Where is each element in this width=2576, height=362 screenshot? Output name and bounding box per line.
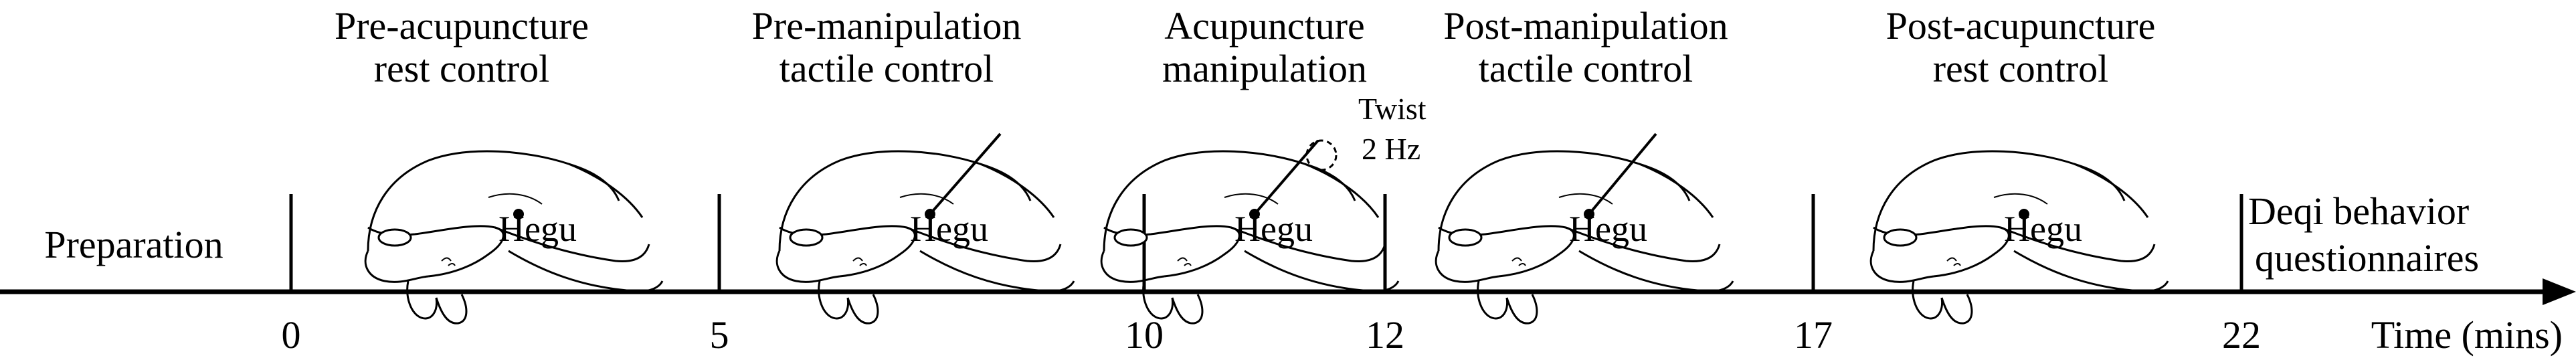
phase-pre-manipulation: Pre-manipulation tactile control Hegu xyxy=(752,4,1075,325)
phase-pre-acupuncture: Pre-acupuncture rest control Hegu xyxy=(335,4,664,325)
acupuncture-needle xyxy=(1253,139,1319,215)
tick-label-22: 22 xyxy=(2222,313,2261,357)
phase-title-line1: Acupuncture xyxy=(1164,4,1365,48)
tick-label-0: 0 xyxy=(282,313,301,357)
phase-title-line2: rest control xyxy=(374,47,550,90)
hegu-label: Hegu xyxy=(1569,209,1647,249)
phase-title-line1: Post-acupuncture xyxy=(1886,4,2156,48)
twist-label: Twist xyxy=(1358,92,1427,126)
preparation-label: Preparation xyxy=(44,223,223,266)
phase-title-line2: manipulation xyxy=(1162,47,1367,90)
phase-title-line1: Pre-manipulation xyxy=(752,4,1022,48)
tick-label-5: 5 xyxy=(710,313,729,357)
tick-label-17: 17 xyxy=(1794,313,1833,357)
phase-post-acupuncture: Post-acupuncture rest control Hegu xyxy=(1869,4,2169,325)
phase-acupuncture-manipulation: Acupuncture manipulation Twist 2 Hz Hegu xyxy=(1100,4,1427,325)
tactile-probe xyxy=(1588,132,1657,215)
tactile-probe xyxy=(929,132,1002,215)
twist-rotation-icon xyxy=(1305,139,1338,171)
phase-post-manipulation: Post-manipulation tactile control Hegu xyxy=(1435,4,1734,325)
tick-label-12: 12 xyxy=(1366,313,1404,357)
tick-label-10: 10 xyxy=(1125,313,1164,357)
phase-title-line2: tactile control xyxy=(1479,47,1693,90)
deqi-label-line1: Deqi behavior xyxy=(2248,189,2469,233)
deqi-label-line2: questionnaires xyxy=(2255,236,2479,280)
hegu-label: Hegu xyxy=(1234,209,1313,249)
hegu-label: Hegu xyxy=(2004,209,2082,249)
phase-title-line1: Post-manipulation xyxy=(1443,4,1728,48)
time-axis-arrowhead xyxy=(2543,278,2576,305)
axis-label: Time (mins) xyxy=(2371,313,2563,357)
phase-title-line1: Pre-acupuncture xyxy=(335,4,589,48)
phase-title-line2: rest control xyxy=(1933,47,2109,90)
phase-title-line2: tactile control xyxy=(779,47,994,90)
hegu-label: Hegu xyxy=(910,209,988,249)
twist-frequency: 2 Hz xyxy=(1362,132,1420,166)
hegu-label: Hegu xyxy=(498,209,577,249)
